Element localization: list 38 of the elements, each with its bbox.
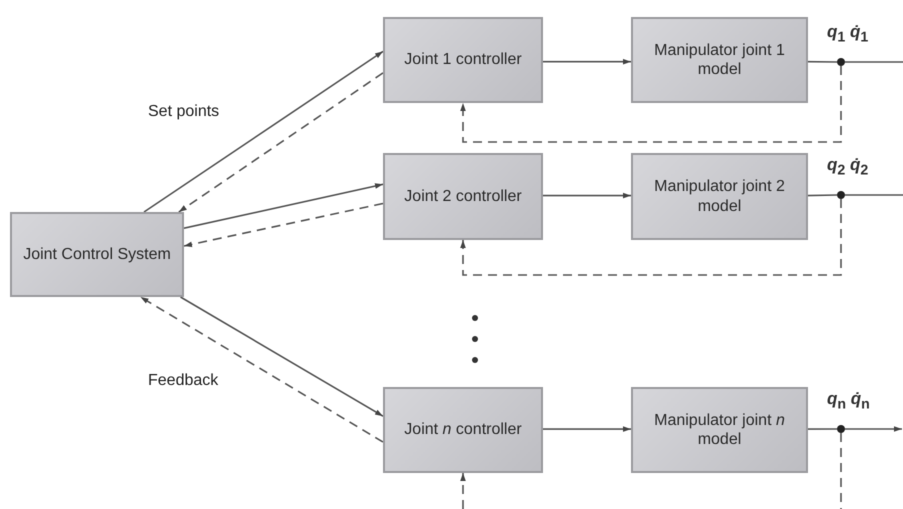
- arrow: [845, 426, 902, 432]
- arrow: [460, 473, 466, 509]
- process-box: [631, 17, 808, 103]
- box-label: Manipulator joint n model: [653, 410, 786, 450]
- box-label: Joint n controller: [404, 420, 522, 440]
- signal-label: q$_{n}$ q̇$_{n}$: [827, 389, 870, 412]
- arrow: [184, 202, 384, 248]
- connector-line: [845, 61, 903, 63]
- connector-line: [840, 433, 842, 509]
- process-box: [383, 387, 543, 473]
- arrow: [543, 58, 631, 64]
- arrow: [180, 296, 384, 417]
- box-label: Joint 2 controller: [404, 186, 522, 206]
- arrow: [140, 296, 384, 443]
- process-box: [10, 212, 184, 297]
- arrow: [178, 72, 384, 213]
- annotation-label: Feedback: [148, 372, 218, 390]
- box-label: Manipulator joint 2 model: [653, 177, 786, 216]
- signal-label: q$_{2}$ q̇$_{2}$: [827, 155, 868, 178]
- connector-line: [808, 60, 837, 63]
- arrow: [144, 50, 384, 213]
- box-label: Manipulator joint 1 model: [653, 40, 786, 80]
- process-box: [383, 153, 543, 240]
- process-box: [631, 153, 808, 240]
- arrow: [543, 426, 631, 432]
- connector-line: [808, 194, 838, 196]
- box-label: Joint Control System: [23, 244, 171, 264]
- arrow: [184, 183, 384, 229]
- box-label: Joint 1 controller: [404, 50, 522, 70]
- arrow: [460, 199, 842, 276]
- process-box: [383, 17, 543, 103]
- connector-line: [845, 194, 903, 196]
- arrow: [543, 192, 631, 198]
- process-box: [631, 387, 808, 473]
- arrow: [460, 66, 842, 143]
- connector-line: [808, 428, 837, 430]
- annotation-label: Set points: [148, 103, 220, 121]
- signal-label: q$_{1}$ q̇$_{1}$: [827, 22, 868, 46]
